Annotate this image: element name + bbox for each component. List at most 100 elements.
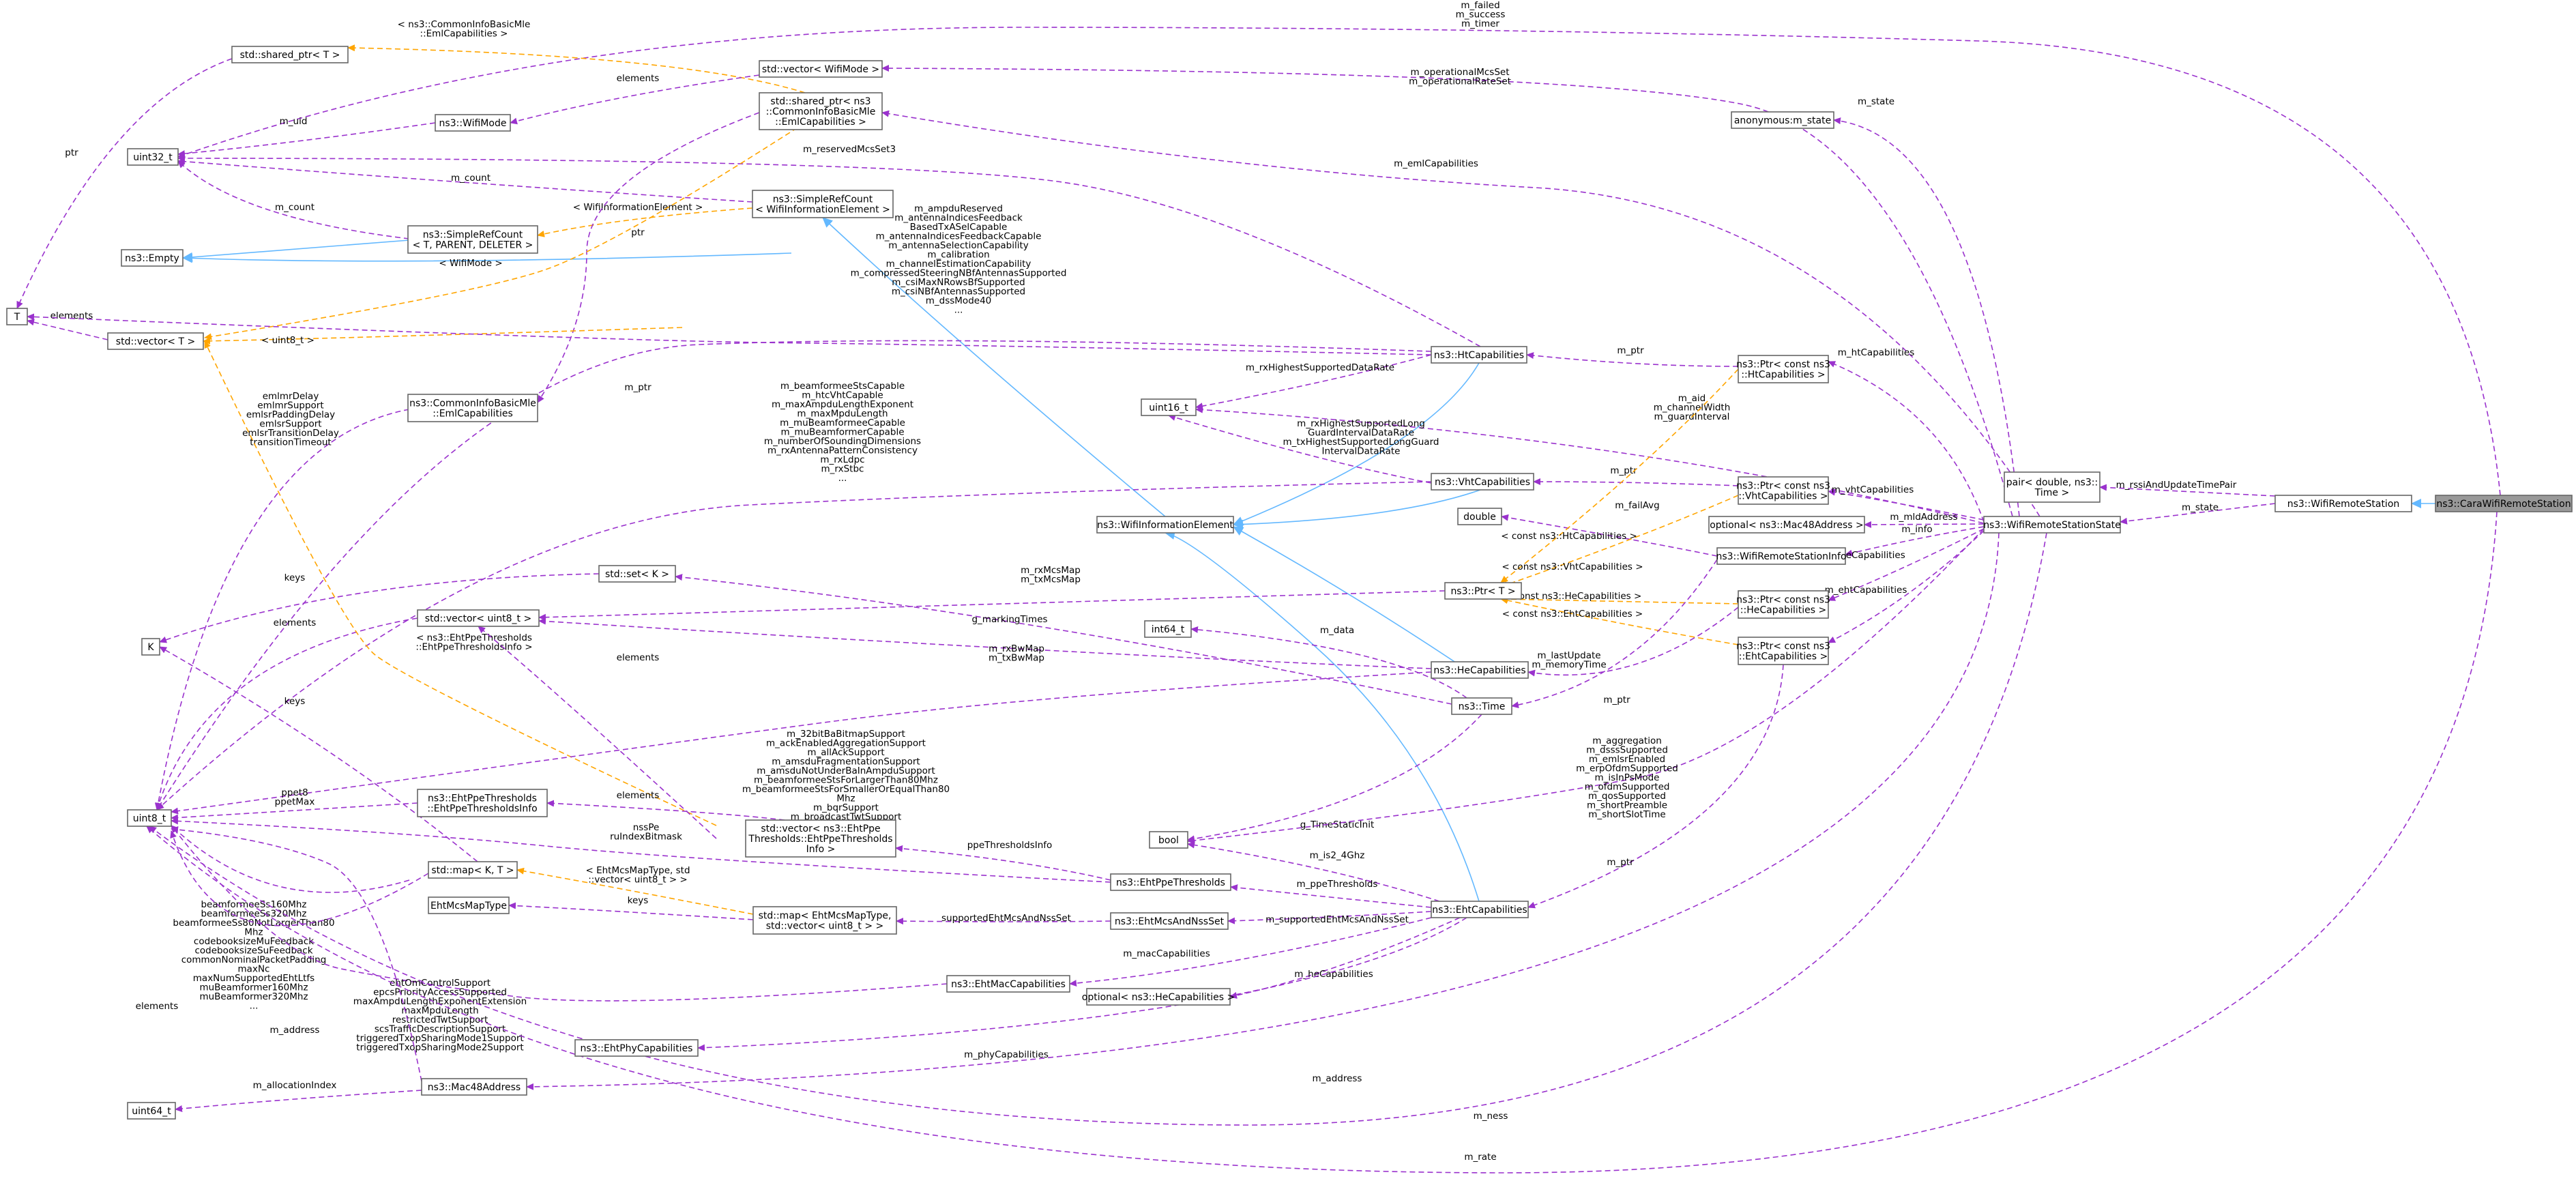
class-name: ns3::Mac48Address xyxy=(428,1082,521,1093)
class-node-emlcap[interactable]: ns3::CommonInfoBasicMle::EmlCapabilities xyxy=(407,394,538,422)
edge-label: m_heCapabilities xyxy=(1294,969,1373,980)
member-edge-ppethr: m_ppeThresholds xyxy=(1230,879,1432,908)
class-node-srcwie[interactable]: ns3::SimpleRefCount< WifiInformationElem… xyxy=(752,190,894,218)
class-node-wrs[interactable]: ns3::WifiRemoteStation xyxy=(2274,495,2412,512)
class-name: ns3::EhtPpeThresholds xyxy=(1116,877,1225,888)
class-node-ptrvht[interactable]: ns3::Ptr< const ns3::VhtCapabilities > xyxy=(1736,476,1830,505)
class-node-ptreht[interactable]: ns3::Ptr< const ns3::EhtCapabilities > xyxy=(1736,637,1830,665)
class-node-spt[interactable]: std::shared_ptr< T > xyxy=(231,46,349,63)
class-node-setk[interactable]: std::set< K > xyxy=(598,565,676,583)
edge-label: < WifiInformationElement > xyxy=(573,202,703,213)
class-name: double xyxy=(1463,512,1496,523)
class-node-time[interactable]: ns3::Time xyxy=(1451,697,1512,715)
class-node-vecwm[interactable]: std::vector< WifiMode > xyxy=(759,60,883,78)
edge-label: m_count xyxy=(451,173,491,184)
class-node-empty[interactable]: ns3::Empty xyxy=(121,249,184,267)
member-edge-htu16: m_rxHighestSupportedDataRate xyxy=(1195,354,1432,410)
member-edge-mldaddr: m_mldAddress xyxy=(1864,512,1985,528)
class-node-m48[interactable]: ns3::Mac48Address xyxy=(421,1078,527,1096)
edge-label: m_rssiAndUpdateTimePair xyxy=(2116,480,2237,491)
class-name: ns3::SimpleRefCount< T, PARENT, DELETER … xyxy=(413,230,533,251)
class-node-optmac[interactable]: optional< ns3::Mac48Address > xyxy=(1708,516,1865,534)
class-node-phy[interactable]: ns3::EhtPhyCapabilities xyxy=(574,1039,699,1057)
edge-label: m_ptr xyxy=(1607,857,1634,868)
class-node-opthe[interactable]: optional< ns3::HeCapabilities > xyxy=(1082,988,1235,1006)
edge-label: m_ppeThresholds xyxy=(1297,879,1378,890)
class-name: ns3::CaraWifiRemoteStation xyxy=(2436,499,2571,510)
edge-label: m_htCapabilities xyxy=(1838,347,1915,358)
class-name: ns3::Ptr< const ns3::HeCapabilities > xyxy=(1736,595,1830,616)
class-node-wmode[interactable]: ns3::WifiMode xyxy=(435,114,511,132)
class-node-wrss[interactable]: ns3::WifiRemoteStationState xyxy=(1983,516,2121,534)
class-node-ppe[interactable]: ns3::EhtPpeThresholds xyxy=(1110,873,1231,891)
class-node-srctpd[interactable]: ns3::SimpleRefCount< T, PARENT, DELETER … xyxy=(407,225,538,254)
class-node-vecu8[interactable]: std::vector< uint8_t > xyxy=(417,609,540,627)
template-edge-httmpl: < const ns3::HtCapabilities > xyxy=(1500,368,1739,583)
class-name: optional< ns3::Mac48Address > xyxy=(1710,520,1864,531)
class-node-anon[interactable]: anonymous:m_state xyxy=(1731,111,1834,129)
class-name: int64_t xyxy=(1152,624,1185,635)
edge-label: elements xyxy=(50,310,93,321)
member-edge-ptreml: ptr xyxy=(537,112,760,403)
class-node-mac[interactable]: ns3::EhtMacCapabilities xyxy=(946,975,1070,993)
class-node-u64[interactable]: uint64_t xyxy=(127,1102,176,1120)
member-edge-elemvect: elements xyxy=(27,310,108,340)
class-node-ptrt[interactable]: ns3::Ptr< T > xyxy=(1444,582,1522,600)
member-edge-data: m_data xyxy=(1190,625,1467,699)
class-node-mcsnss[interactable]: ns3::EhtMcsAndNssSet xyxy=(1110,912,1229,930)
class-node-pairdt[interactable]: pair< double, ns3::Time > xyxy=(2004,471,2101,503)
edge-label: keys xyxy=(628,895,649,906)
inheritance-edge xyxy=(822,217,1166,517)
edge-label: m_address xyxy=(270,1025,320,1036)
edge-label: < const ns3::HeCapabilities > xyxy=(1504,591,1642,602)
edge-label: m_address xyxy=(1313,1073,1362,1084)
edge-label: m_mldAddress xyxy=(1890,512,1957,523)
member-edge-phycaps: m_phyCapabilities xyxy=(697,917,1467,1060)
edge-label: m_emlCapabilities xyxy=(1394,158,1478,169)
edge-label: m_ptr xyxy=(1610,465,1637,476)
class-node-mapmcs[interactable]: std::map< EhtMcsMapType,std::vector< uin… xyxy=(752,906,897,935)
class-name: bool xyxy=(1158,835,1179,846)
edge-label: < const ns3::EhtCapabilities > xyxy=(1502,609,1643,619)
class-node-u32[interactable]: uint32_t xyxy=(127,148,179,166)
class-node-t[interactable]: T xyxy=(6,308,28,325)
edge-label: m_uid xyxy=(280,116,308,127)
edge-label: m_state xyxy=(1858,96,1894,107)
class-name: ns3::EhtMcsAndNssSet xyxy=(1115,916,1225,927)
class-name: std::set< K > xyxy=(605,569,669,580)
class-node-he[interactable]: ns3::HeCapabilities xyxy=(1431,661,1529,679)
class-node-vht[interactable]: ns3::VhtCapabilities xyxy=(1431,473,1534,491)
class-name: ns3::VhtCapabilities xyxy=(1435,477,1530,488)
class-node-ht[interactable]: ns3::HtCapabilities xyxy=(1431,346,1527,364)
class-node-mapkt[interactable]: std::map< K, T > xyxy=(428,861,518,879)
class-node-focus[interactable]: ns3::CaraWifiRemoteStation xyxy=(2435,495,2573,512)
class-name: ns3::WifiRemoteStationState xyxy=(1983,520,2121,531)
member-edge-keys3: keys xyxy=(508,895,754,920)
class-node-k[interactable]: K xyxy=(141,638,160,656)
class-node-eht[interactable]: ns3::EhtCapabilities xyxy=(1431,901,1529,918)
class-node-speml[interactable]: std::shared_ptr< ns3::CommonInfoBasicMle… xyxy=(759,92,883,130)
class-node-ppeinfo[interactable]: ns3::EhtPpeThresholds::EhtPpeThresholdsI… xyxy=(417,789,548,817)
class-node-vect[interactable]: std::vector< T > xyxy=(107,332,204,350)
class-node-dbl[interactable]: double xyxy=(1457,508,1502,525)
class-node-wie[interactable]: ns3::WifiInformationElement xyxy=(1096,516,1234,534)
class-node-ptrht[interactable]: ns3::Ptr< const ns3::HtCapabilities > xyxy=(1736,355,1830,383)
class-node-u8[interactable]: uint8_t xyxy=(127,809,172,827)
class-node-i64[interactable]: int64_t xyxy=(1144,620,1192,638)
class-node-ptrhe[interactable]: ns3::Ptr< const ns3::HeCapabilities > xyxy=(1736,590,1830,619)
class-node-wrsi[interactable]: ns3::WifiRemoteStationInfo xyxy=(1716,547,1847,565)
class-node-u16[interactable]: uint16_t xyxy=(1141,398,1197,416)
class-node-bool[interactable]: bool xyxy=(1149,831,1188,849)
member-edge-maccaps: m_macCapabilities xyxy=(1069,917,1432,987)
member-edge-ness: m_ness xyxy=(149,532,2047,1126)
class-node-mcstype[interactable]: EhtMcsMapType xyxy=(428,896,510,914)
